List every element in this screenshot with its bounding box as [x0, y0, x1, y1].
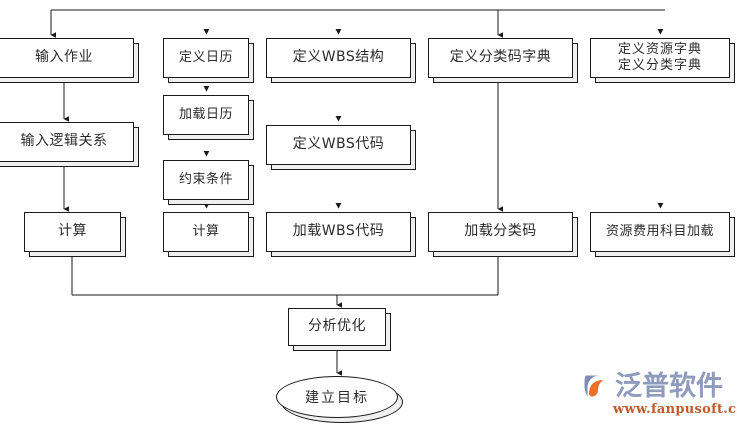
- node-face: 建立目标: [276, 376, 398, 418]
- node-label: 计算: [58, 223, 87, 240]
- node-label: 定义WBS结构: [292, 49, 385, 66]
- node-label: 定义分类码字典: [449, 49, 552, 66]
- node-face: 加载分类码: [428, 212, 573, 252]
- node-face: 加载日历: [163, 95, 249, 135]
- node-analyze-optimize[interactable]: 分析优化: [288, 308, 391, 351]
- node-input-logic-relations[interactable]: 输入逻辑关系: [0, 122, 139, 167]
- node-label: 约束条件: [178, 171, 233, 187]
- node-load-wbs-code[interactable]: 加载WBS代码: [266, 212, 416, 257]
- node-face: 定义WBS结构: [266, 38, 411, 78]
- node-label: 加载日历: [178, 106, 233, 122]
- node-load-calendar[interactable]: 加载日历: [163, 95, 254, 140]
- node-label: 资源费用科目加载: [605, 223, 714, 239]
- node-face: 定义分类码字典: [428, 38, 573, 78]
- node-face: 分析优化: [288, 308, 386, 346]
- node-label: 输入逻辑关系: [20, 133, 108, 150]
- node-label: 加载分类码: [464, 223, 537, 240]
- arrowhead-stubs: [203, 29, 664, 209]
- node-label: 输入作业: [35, 49, 93, 66]
- node-label: 加载WBS代码: [292, 223, 385, 240]
- node-calculate-left[interactable]: 计算: [24, 212, 126, 257]
- node-constraints[interactable]: 约束条件: [163, 160, 254, 205]
- node-define-wbs-structure[interactable]: 定义WBS结构: [266, 38, 416, 83]
- node-face: 计算: [163, 212, 249, 252]
- node-face: 输入作业: [0, 38, 134, 78]
- node-define-calendar[interactable]: 定义日历: [163, 38, 254, 83]
- node-label: 定义日历: [178, 49, 233, 65]
- node-label: 建立目标: [305, 390, 369, 406]
- node-face: 约束条件: [163, 160, 249, 200]
- node-establish-goal[interactable]: 建立目标: [276, 376, 403, 423]
- node-face: 计算: [24, 212, 121, 252]
- node-face: 输入逻辑关系: [0, 122, 134, 162]
- node-calculate-middle[interactable]: 计算: [163, 212, 254, 257]
- node-define-code-dictionary[interactable]: 定义分类码字典: [428, 38, 578, 83]
- node-define-wbs-code[interactable]: 定义WBS代码: [266, 125, 416, 170]
- node-face: 定义资源字典 定义分类字典: [590, 38, 730, 78]
- node-face: 定义WBS代码: [266, 125, 411, 165]
- node-resource-cost-account-load[interactable]: 资源费用科目加载: [590, 212, 735, 257]
- node-label: 计算: [192, 223, 220, 239]
- node-face: 加载WBS代码: [266, 212, 411, 252]
- node-label: 定义WBS代码: [292, 136, 385, 153]
- node-label: 分析优化: [308, 318, 366, 335]
- node-define-resource-dictionary[interactable]: 定义资源字典 定义分类字典: [590, 38, 735, 83]
- node-input-task[interactable]: 输入作业: [0, 38, 139, 83]
- node-face: 定义日历: [163, 38, 249, 78]
- node-label: 定义资源字典 定义分类字典: [617, 42, 702, 73]
- node-load-classification-code[interactable]: 加载分类码: [428, 212, 578, 257]
- node-face: 资源费用科目加载: [590, 212, 730, 252]
